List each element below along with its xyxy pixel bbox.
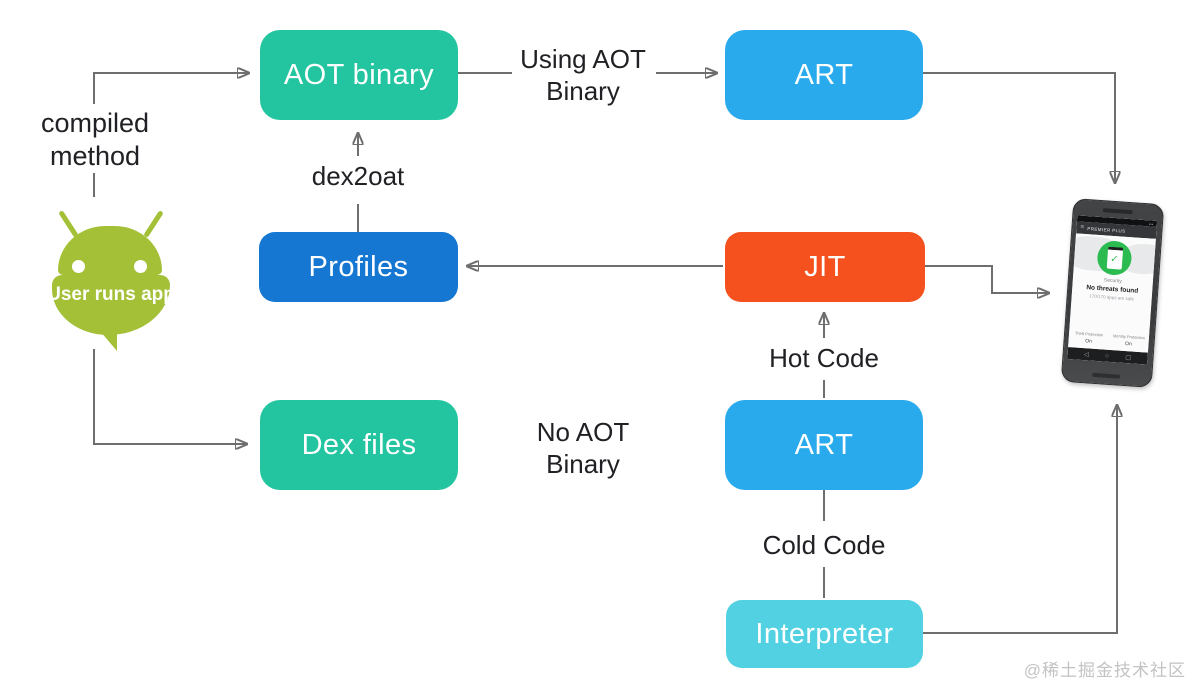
box-art-top-label: ART: [794, 58, 854, 91]
box-aot-binary: AOT binary: [260, 30, 458, 120]
connector-robot-to-dex-files: [93, 349, 247, 444]
nav-home-icon: ○: [1104, 352, 1110, 360]
connector-jit-to-phone: [925, 265, 1049, 293]
box-art-bottom-label: ART: [794, 428, 854, 461]
label-hot-code: Hot Code: [769, 343, 879, 373]
feature-theft-protection: Theft Protection On: [1068, 330, 1109, 346]
nav-back-icon: ◁: [1083, 351, 1090, 359]
feature-identity-protection: Identity Protection On: [1108, 333, 1149, 349]
label-dex2oat: dex2oat: [311, 161, 405, 191]
connector-interpreter-to-phone: [923, 405, 1117, 634]
label-no-aot-binary: No AOT Binary: [536, 417, 630, 479]
connector-art-top-to-phone: [923, 72, 1115, 183]
status-icons: ▪▪: [1148, 220, 1155, 227]
box-dex-files-label: Dex files: [301, 428, 417, 461]
checkmark-icon: ✓: [1109, 253, 1119, 265]
box-interpreter: Interpreter: [726, 600, 923, 668]
robot-eye-left: [72, 260, 85, 273]
phone-earpiece: [1102, 208, 1133, 215]
phone-screen: ▪▪ ≡ PREMIER PLUS ✓ Security No threats …: [1067, 215, 1158, 365]
box-aot-binary-label: AOT binary: [283, 58, 435, 91]
phone-content: ✓ Security No threats found 170/170 apps…: [1068, 233, 1156, 353]
robot-caption: User runs app: [47, 284, 175, 305]
hamburger-menu-icon: ≡: [1080, 224, 1085, 231]
nav-recents-icon: ▢: [1124, 354, 1132, 362]
label-cold-code: Cold Code: [762, 530, 886, 560]
box-art-bottom: ART: [725, 400, 923, 490]
robot-tail: [100, 331, 117, 351]
box-profiles: Profiles: [259, 232, 458, 302]
box-dex-files: Dex files: [260, 400, 458, 490]
robot-antenna-left: [58, 210, 79, 238]
device-icon: ✓: [1106, 246, 1123, 270]
phone-app-title: PREMIER PLUS: [1087, 225, 1126, 234]
box-interpreter-label: Interpreter: [755, 617, 894, 650]
feature-state: On: [1124, 341, 1132, 348]
box-profiles-label: Profiles: [308, 250, 409, 283]
feature-state: On: [1085, 338, 1093, 345]
label-using-aot-binary: Using AOT Binary: [520, 44, 646, 106]
robot-eye-right: [134, 260, 147, 273]
connector-robot-to-aot-binary: [93, 73, 249, 104]
box-jit-label: JIT: [804, 250, 846, 283]
watermark: @稀土掘金技术社区: [1023, 661, 1186, 680]
robot-antenna-right: [143, 210, 164, 238]
feature-row: Theft Protection On Identity Protection …: [1068, 330, 1149, 349]
box-art-top: ART: [725, 30, 923, 120]
box-jit: JIT: [725, 232, 925, 302]
android-robot: User runs app: [47, 208, 175, 368]
robot-body: User runs app: [47, 275, 175, 335]
phone-bottom-bezel: [1092, 372, 1121, 379]
phone-mockup: ▪▪ ≡ PREMIER PLUS ✓ Security No threats …: [1060, 198, 1165, 388]
label-compiled-method: compiled method: [40, 108, 150, 171]
